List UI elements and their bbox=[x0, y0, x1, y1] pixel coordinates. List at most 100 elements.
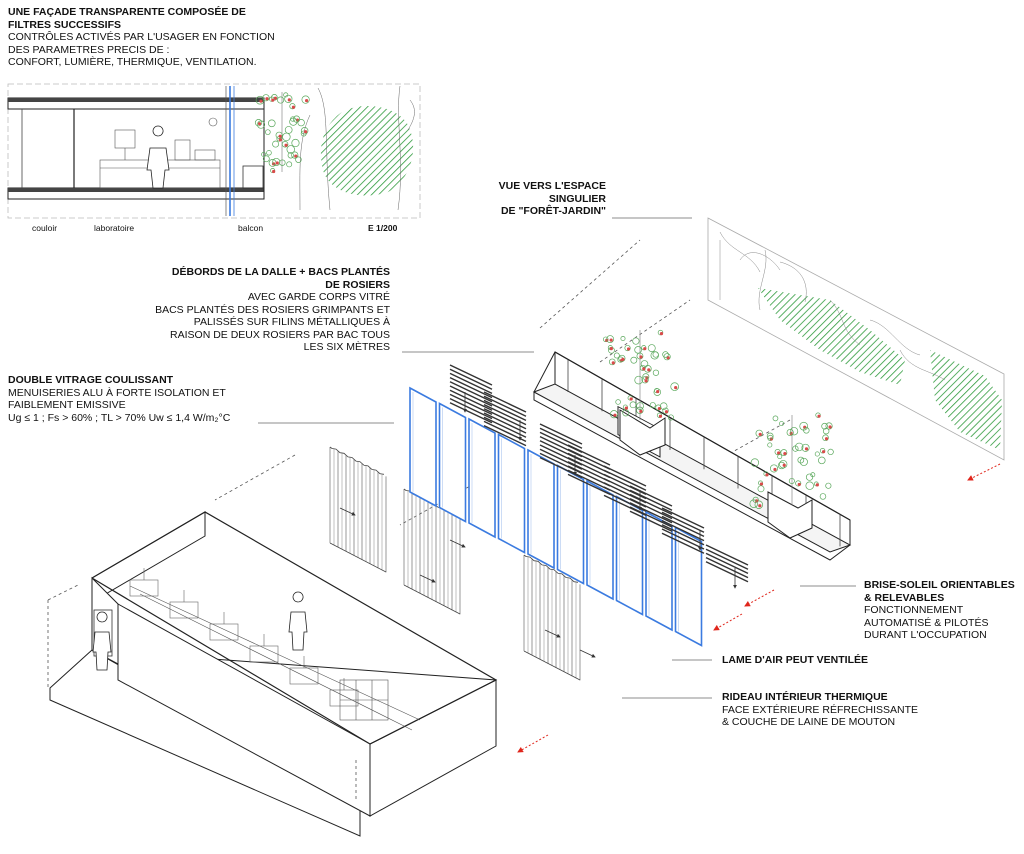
rose-leaf bbox=[825, 422, 833, 430]
rose-flower bbox=[259, 99, 263, 103]
louvre-blade bbox=[567, 444, 611, 466]
rose-leaf bbox=[609, 410, 619, 419]
laboratory-room bbox=[49, 511, 498, 837]
rose-flower bbox=[629, 397, 633, 401]
vitrage-text-block: DOUBLE VITRAGE COULISSANT MENUISERIES AL… bbox=[8, 374, 230, 424]
louvre-blade bbox=[449, 364, 493, 386]
rose-leaf bbox=[624, 344, 631, 352]
rose-leaf bbox=[269, 96, 275, 102]
rose-flower bbox=[656, 389, 660, 394]
rose-leaf bbox=[291, 151, 299, 159]
rose-flower bbox=[257, 122, 262, 126]
brise-line-2: AUTOMATISÉ & PILOTÉS bbox=[864, 616, 989, 629]
rose-leaf bbox=[277, 96, 285, 104]
rose-flower bbox=[803, 425, 807, 429]
rose-flower bbox=[265, 97, 269, 101]
rose-leaf bbox=[272, 157, 281, 167]
lame-title: LAME D'AIR PEUT VENTILÉE bbox=[722, 654, 869, 666]
rose-leaf bbox=[659, 402, 668, 410]
rose-leaf bbox=[805, 473, 814, 481]
rose-flower bbox=[284, 143, 288, 147]
rose-leaf bbox=[652, 351, 659, 358]
vue-title-line-3: DE "FORÊT-JARDIN" bbox=[500, 205, 606, 217]
rose-leaf bbox=[819, 448, 826, 454]
louvre-blade bbox=[603, 469, 647, 491]
rose-leaf bbox=[794, 442, 804, 452]
rose-flower bbox=[822, 450, 826, 454]
rose-leaf bbox=[289, 103, 296, 110]
louvre-blade bbox=[661, 524, 705, 546]
rose-leaf bbox=[636, 406, 644, 414]
glazing-panel bbox=[468, 417, 496, 539]
louvre-blade bbox=[449, 368, 493, 390]
rose-flower bbox=[759, 482, 764, 486]
rose-leaf bbox=[788, 477, 795, 484]
rose-leaf bbox=[803, 427, 810, 434]
rose-leaf bbox=[653, 388, 662, 396]
louvre-blade bbox=[449, 381, 493, 403]
brise-text-block: BRISE-SOLEIL ORIENTABLES & RELEVABLES FO… bbox=[864, 579, 1015, 642]
rose-leaf bbox=[749, 499, 758, 509]
louvre-blade bbox=[603, 486, 647, 508]
rose-leaf bbox=[265, 129, 271, 135]
louvre-blade bbox=[661, 511, 705, 533]
rose-flower bbox=[621, 357, 625, 361]
louvre-blade bbox=[483, 416, 527, 438]
rose-flower bbox=[758, 504, 762, 508]
rose-leaf bbox=[822, 434, 829, 442]
curtain-bottom-edge bbox=[329, 542, 387, 573]
louvre-blade bbox=[629, 489, 673, 511]
rose-flower bbox=[777, 451, 781, 455]
glazing-panel bbox=[586, 479, 614, 601]
intro-text-block: UNE FAÇADE TRANSPARENTE COMPOSÉE DE FILT… bbox=[8, 6, 275, 69]
rose-leaf bbox=[272, 140, 280, 148]
rose-leaf bbox=[652, 369, 660, 376]
rose-leaf bbox=[261, 152, 267, 157]
forest-view-panel bbox=[707, 217, 1005, 461]
glazing-panel bbox=[615, 495, 644, 616]
louvre-blade bbox=[705, 561, 749, 583]
movement-arrows bbox=[339, 392, 737, 658]
vue-title-line-1: VUE VERS L'ESPACE bbox=[498, 180, 606, 192]
intro-line-3: CONFORT, LUMIÈRE, THERMIQUE, VENTILATION… bbox=[8, 56, 257, 68]
vitrage-line-3: Ug ≤ 1 ; Fs > 60% ; TL > 70% Uw ≤ 1,4 W/… bbox=[8, 411, 231, 424]
rose-flower bbox=[626, 347, 631, 351]
rose-flower bbox=[824, 437, 829, 441]
rose-flower bbox=[611, 361, 615, 365]
rose-flower bbox=[643, 347, 647, 351]
rose-leaf bbox=[262, 155, 270, 163]
rose-leaf bbox=[647, 344, 656, 353]
rose-leaf bbox=[662, 407, 669, 414]
rose-leaf bbox=[827, 448, 834, 456]
louvre-blade bbox=[483, 395, 527, 417]
rose-leaf bbox=[805, 481, 814, 490]
rose-flower bbox=[305, 99, 309, 103]
louvre-blade bbox=[483, 412, 527, 434]
rose-flower bbox=[304, 130, 308, 134]
rose-leaf bbox=[779, 421, 785, 427]
rose-leaf bbox=[267, 119, 276, 128]
curtain-top-edge bbox=[523, 554, 579, 583]
rose-flower bbox=[275, 161, 279, 165]
louvre-blade bbox=[449, 397, 493, 420]
intro-title-line-1: UNE FAÇADE TRANSPARENTE COMPOSÉE DE bbox=[8, 6, 246, 18]
rose-flower bbox=[804, 447, 809, 451]
rose-leaf bbox=[755, 429, 763, 438]
rose-leaf bbox=[777, 454, 783, 460]
intro-line-2: DES PARAMETRES PRECIS DE : bbox=[8, 43, 170, 56]
rose-leaf bbox=[657, 329, 664, 336]
debords-title-line-1: DÉBORDS DE LA DALLE + BACS PLANTÉS bbox=[171, 266, 390, 278]
rose-leaf bbox=[634, 375, 643, 385]
rose-leaf bbox=[818, 456, 826, 465]
louvre-blade bbox=[661, 519, 705, 542]
glazing-panel bbox=[556, 464, 585, 585]
rose-leaf bbox=[629, 401, 637, 409]
louvre-blade bbox=[629, 497, 673, 520]
rose-leaf bbox=[757, 485, 765, 493]
rose-flower bbox=[797, 482, 801, 487]
climbing-roses bbox=[603, 329, 834, 509]
rose-leaf bbox=[281, 140, 289, 148]
rose-leaf bbox=[821, 422, 828, 430]
louvre-blade bbox=[603, 482, 647, 504]
rose-leaf bbox=[754, 500, 764, 509]
